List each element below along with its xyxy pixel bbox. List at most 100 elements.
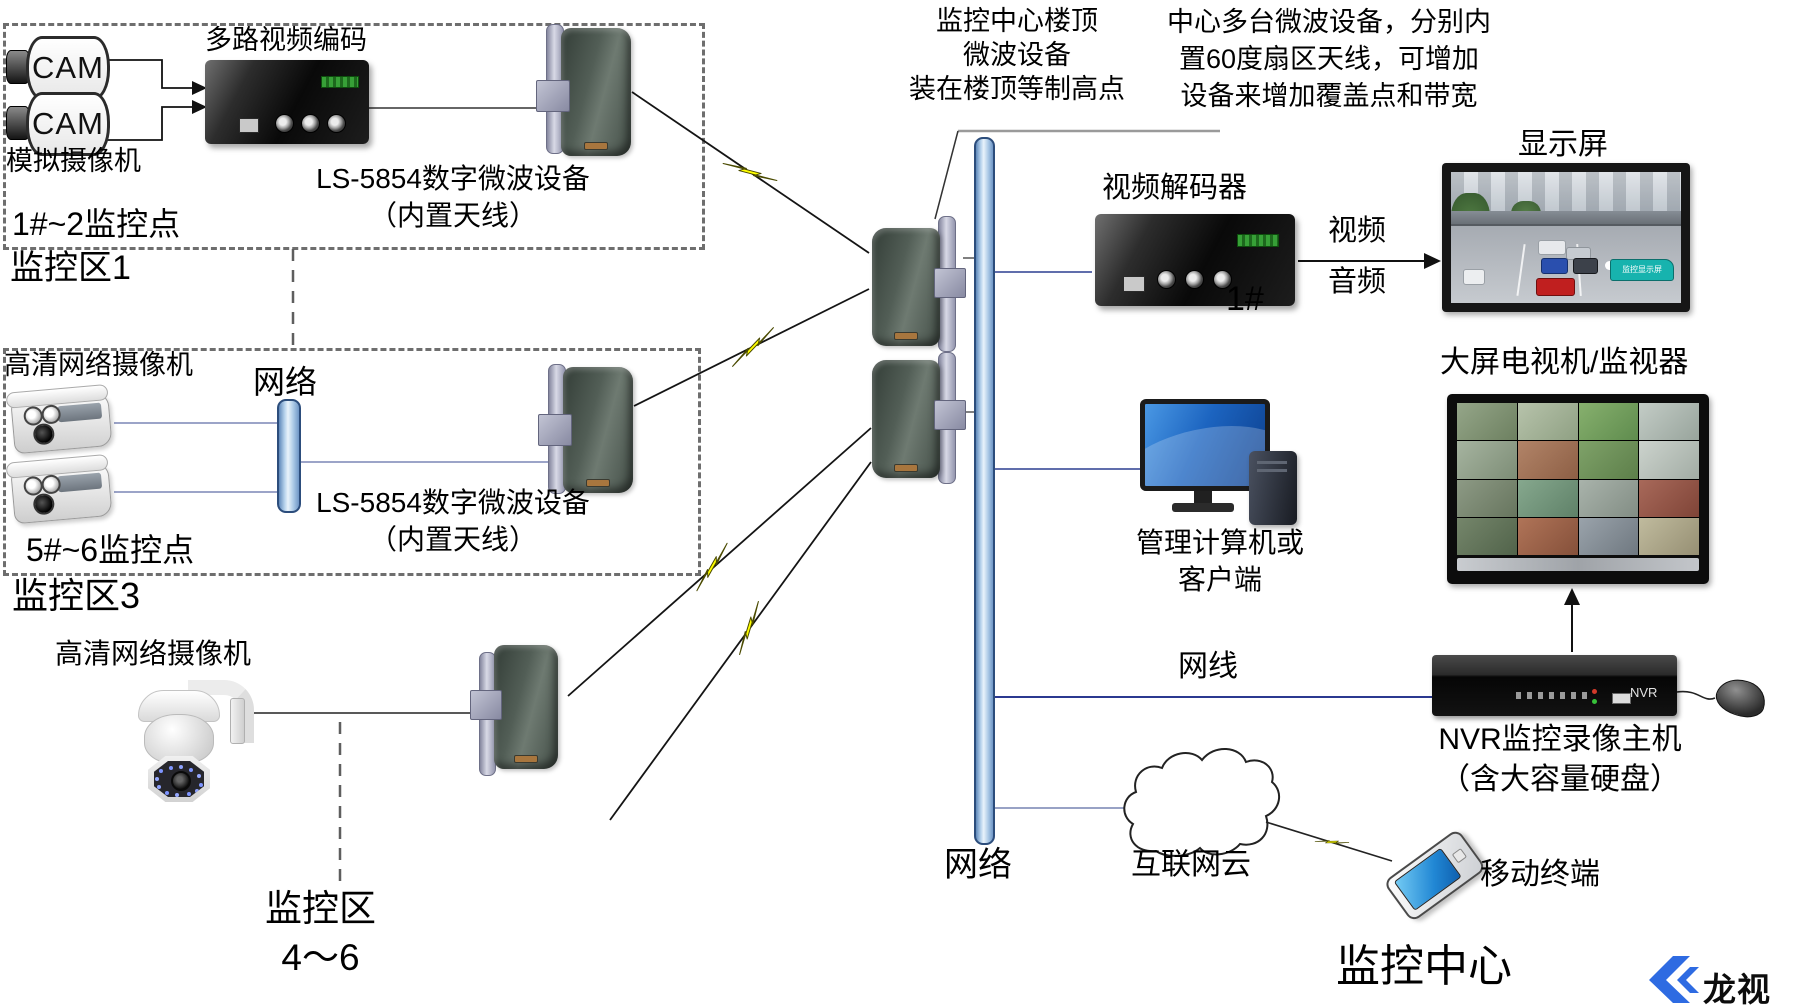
zone1-box [3,23,705,250]
nvr-buttons [1516,692,1588,699]
lightning-bolt-icon [724,327,782,367]
antenna-label-chip [585,143,607,149]
tv-grid-cell [1517,441,1578,479]
ethernet-port-icon [1123,276,1145,292]
tv-grid-cell [1457,403,1517,441]
ptz-wall-plate [230,698,245,744]
bnc-connector-icon [1185,270,1204,289]
tv-grid-cell [1517,517,1578,555]
tv-speaker-bar [1457,558,1699,571]
antenna-bracket [538,414,572,446]
tv-grid-cell [1457,441,1517,479]
nvr-device: NVR [1432,655,1677,716]
mobile-caption: 移动终端 [1480,858,1600,891]
hub-caption: 网络 [253,364,318,400]
traffic-bus: 监控显示屏 [1610,259,1675,281]
microwave-antenna-zone1 [561,28,631,156]
lens-icon [171,771,191,791]
arrowhead-icon [192,100,207,114]
tower-slot [1257,469,1287,472]
tv-grid-cell [1578,479,1639,517]
ip-camera-1 [5,378,115,458]
zone46-caption: 监控区 4～6 [265,888,376,978]
display-caption: 显示屏 [1518,128,1608,161]
zone1-caption: 监控区1 [10,249,131,287]
antenna-bracket [934,268,966,298]
ptz-camera [130,672,260,808]
rooftop-note: 监控中心楼顶 微波设备 装在楼顶等制高点 [909,6,1125,104]
cloud-caption: 互联网云 [1131,848,1251,881]
ls5854-caption-zone1: LS-5854数字微波设备 （内置天线） [316,163,590,231]
display-monitor: 监控显示屏 [1442,163,1690,312]
tv-grid-cell [1578,517,1639,555]
antenna-bracket [536,80,570,112]
callout-leader [934,130,959,220]
decoder-unit-label: 1# [1226,280,1264,318]
logo-wordmark: 龙视数码 [1703,971,1771,1006]
bnc-connector-icon [301,114,320,133]
tv-grid-cell [1639,479,1699,517]
lightning-bolt-icon [722,149,778,195]
ir-led-icon [159,769,163,773]
decoder-caption: 视频解码器 [1102,172,1248,204]
analog-cameras-caption: 模拟摄像机 [6,146,141,176]
bnc-connector-icon [327,114,346,133]
microwave-antenna-zone3 [563,367,633,493]
center-caption: 监控中心 [1336,942,1512,991]
tv-grid-cell [1517,479,1578,517]
cable-caption: 网线 [1178,650,1238,683]
wall-tv [1447,394,1709,584]
cloud-icon [1123,748,1281,857]
video-decoder-device [1095,214,1295,306]
cam1-cable [104,59,193,89]
zone3-caption: 监控区3 [12,575,141,616]
pc-base [1172,503,1234,512]
traffic-car [1538,240,1566,256]
lightning-bolt-icon [726,600,772,656]
sector-note: 中心多台微波设备，分别内 置60度扇区天线，可增加 设备来增加覆盖点和带宽 [1167,7,1491,111]
terminal-block-icon [321,76,359,88]
antenna-label-chip [515,756,537,762]
traffic-sky [1451,172,1681,212]
bnc-connector-icon [275,114,294,133]
mouse-cable [1676,690,1716,700]
tower-slot [1257,461,1287,464]
microwave-antenna-zone46 [494,645,558,769]
tv-grid-cell [1517,403,1578,441]
usb-port-icon [1612,693,1631,704]
tv-grid-cell [1457,479,1517,517]
zone3-points-caption: 5#~6监控点 [26,532,195,568]
zone1-points-caption: 1#~2监控点 [12,206,181,242]
bnc-connector-icon [1157,270,1176,289]
camera-dot-icon [1605,261,1615,271]
terminal-block-icon [1237,234,1279,247]
antenna-bracket [934,400,966,430]
arrowhead-icon [1424,253,1441,269]
antenna-label-chip [895,465,917,471]
ip-camera-2 [5,448,115,528]
camera-label: CAM [32,106,104,141]
av-caption-audio: 音频 [1328,266,1387,298]
zone3-cameras-caption: 高清网络摄像机 [4,350,193,380]
pc-stand [1194,491,1212,503]
center-antenna-2 [872,360,940,478]
antenna-label-chip [587,480,609,486]
nvr-caption: NVR监控录像主机 （含大容量硬盘） [1438,723,1682,796]
display-overlay-label: 监控显示屏 [1622,265,1663,275]
arrowhead-icon [192,81,207,95]
camera-label: CAM [32,50,104,85]
ls5854-caption-zone3: LS-5854数字微波设备 （内置天线） [316,487,590,555]
cam2-cable [104,106,193,141]
arrowhead-icon [1564,588,1580,605]
display-screen: 监控显示屏 [1451,172,1681,303]
traffic-car [1540,258,1568,274]
network-hub-cylinder [277,399,301,513]
nvr-front-label: NVR [1630,685,1658,700]
ptz-ir-ring [154,761,204,797]
pc-monitor [1140,399,1270,491]
zone3-box [3,348,701,576]
antenna-bracket [470,690,502,720]
video-encoder-device [205,60,369,144]
